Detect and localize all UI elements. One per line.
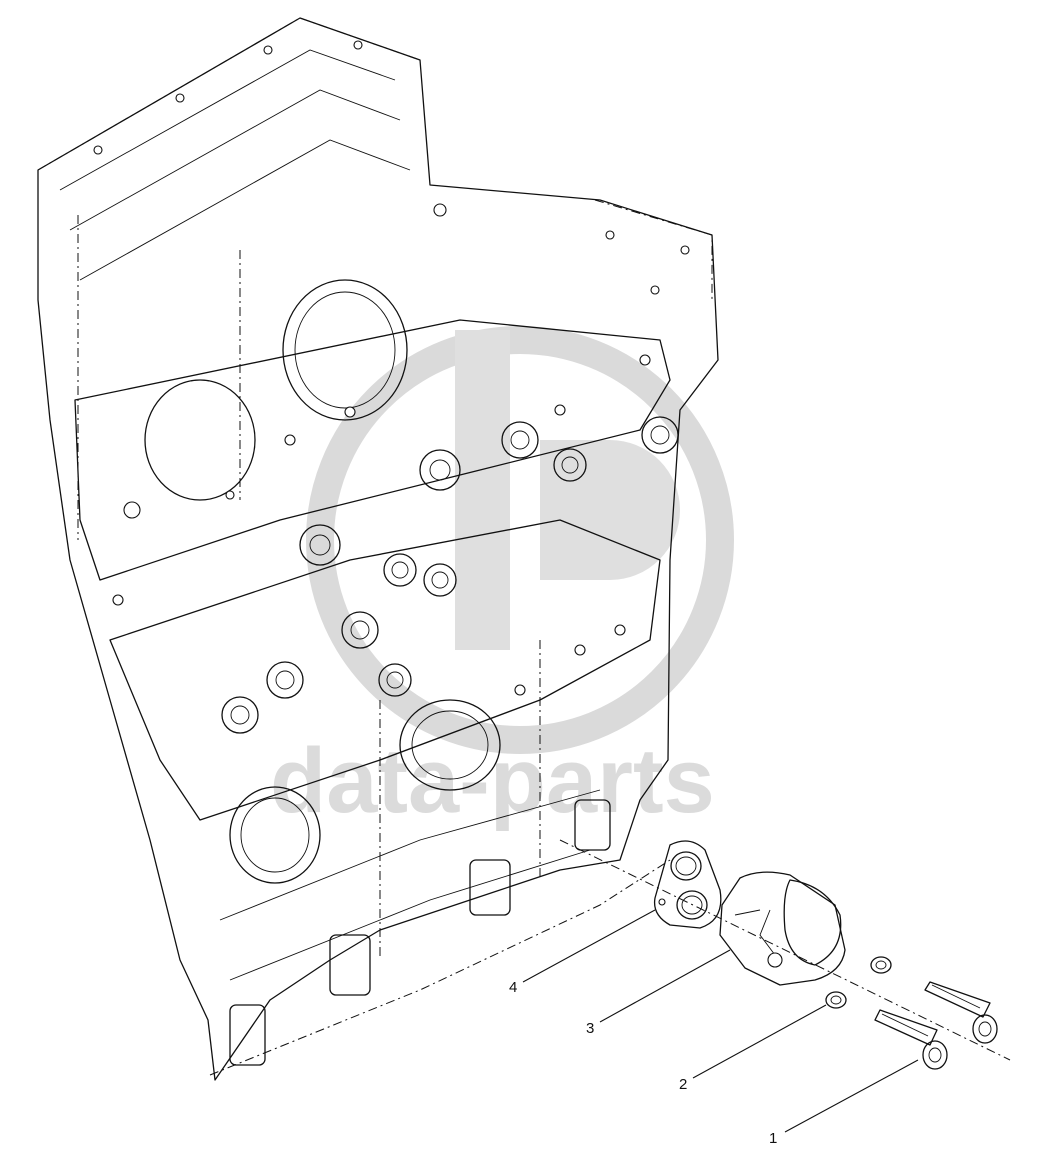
cylinder-bore-4-inner xyxy=(240,797,310,873)
lower-plate xyxy=(109,519,661,821)
boss-2 xyxy=(469,859,511,916)
block-centerline-c xyxy=(209,859,671,1076)
part-4-gasket xyxy=(653,840,722,929)
watermark-ring xyxy=(306,326,734,754)
front-plate xyxy=(74,319,671,581)
boss-4 xyxy=(229,1004,266,1066)
cam-follower-cluster xyxy=(221,416,679,734)
block-centerline-b xyxy=(594,199,713,300)
watermark: data-parts xyxy=(270,326,734,832)
block-outline xyxy=(37,17,719,1081)
callout-3: 3 xyxy=(586,1020,594,1037)
leader-2 xyxy=(692,1004,827,1079)
boss-1 xyxy=(329,934,371,996)
callout-1: 1 xyxy=(769,1130,777,1147)
leader-3 xyxy=(599,949,731,1023)
bolt-holes-plate xyxy=(112,354,651,696)
bolt-holes-top xyxy=(93,40,690,295)
leader-4 xyxy=(522,909,656,983)
part-1-bolts xyxy=(874,981,998,1070)
block-centerline-a xyxy=(37,17,421,171)
assembly-axis xyxy=(559,839,1011,1061)
cylinder-bore-4 xyxy=(229,786,321,884)
watermark-bowl xyxy=(540,440,680,580)
leader-lines xyxy=(522,909,919,1133)
watermark-bar xyxy=(455,330,510,650)
top-rib-2 xyxy=(69,89,401,231)
callout-2: 2 xyxy=(679,1076,687,1093)
watermark-text: data-parts xyxy=(270,730,715,832)
cylinder-bore-1 xyxy=(282,279,408,421)
callouts: 4 3 2 1 xyxy=(509,979,777,1147)
cylinder-bore-1-inner xyxy=(294,291,396,409)
cylinder-bore-3 xyxy=(399,699,501,791)
top-rib-3 xyxy=(79,139,411,281)
cylinder-bore-2 xyxy=(144,379,256,501)
part-3-housing xyxy=(719,871,846,986)
cylinder-bore-3-inner xyxy=(411,710,489,780)
bottom-rib-2 xyxy=(229,849,591,981)
engine-block xyxy=(37,17,719,1081)
boss-3 xyxy=(574,799,611,851)
leader-1 xyxy=(784,1059,919,1133)
top-rib-1 xyxy=(59,49,396,191)
part-2-washers xyxy=(825,956,892,1009)
callout-4: 4 xyxy=(509,979,517,996)
